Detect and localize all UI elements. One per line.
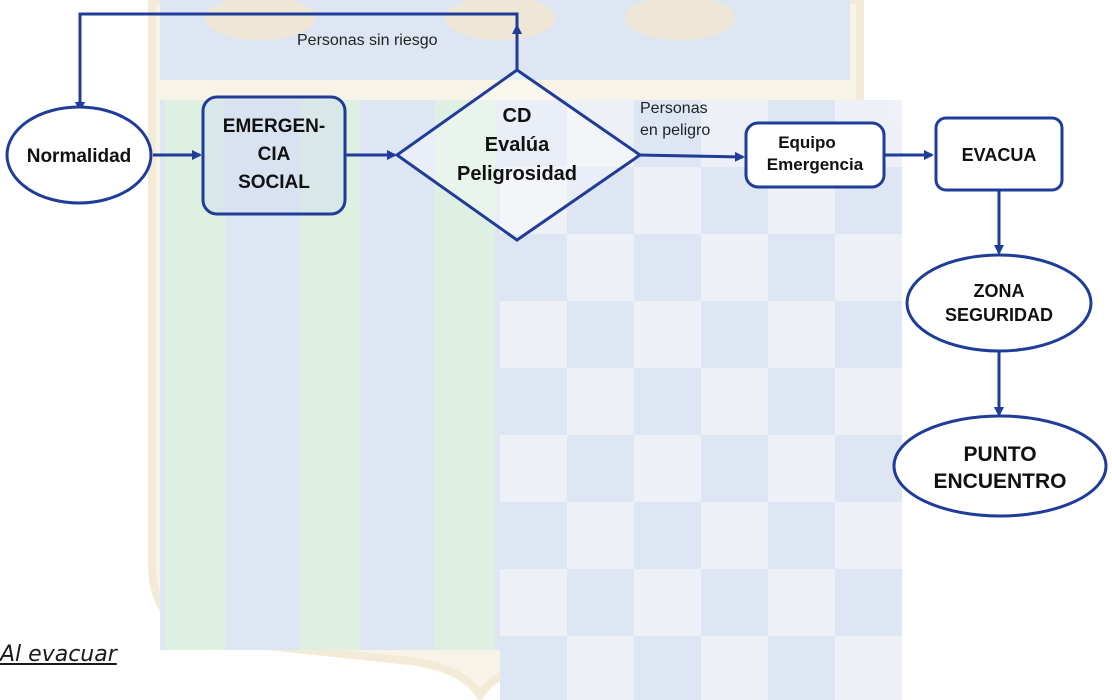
checker-cell <box>835 368 902 435</box>
node-emergencia-social: EMERGEN- CIA SOCIAL <box>201 95 347 216</box>
edge-label-en-peligro-2: en peligro <box>640 122 710 139</box>
checker-cell <box>634 368 701 435</box>
checker-cell <box>835 301 902 368</box>
checker-cell <box>835 502 902 569</box>
edge-label-en-peligro-1: Personas <box>640 100 708 117</box>
checker-cell <box>835 234 902 301</box>
checker-cell <box>634 569 701 636</box>
node-emergencia-label-1: EMERGEN- <box>223 116 325 137</box>
checker-cell <box>500 502 567 569</box>
checker-cell <box>500 301 567 368</box>
node-evacua: EVACUA <box>934 116 1064 192</box>
checker-cell <box>634 234 701 301</box>
checker-cell <box>701 234 768 301</box>
checker-cell <box>500 435 567 502</box>
node-evacua-label: EVACUA <box>962 145 1037 165</box>
background-crest-watermark <box>147 0 902 700</box>
checker-cell <box>701 502 768 569</box>
checker-cell <box>567 368 634 435</box>
checker-cell <box>634 301 701 368</box>
checker-cell <box>500 100 567 167</box>
checker-cell <box>567 569 634 636</box>
node-zona-label-2: SEGURIDAD <box>945 305 1053 325</box>
edges <box>75 12 1004 417</box>
checker-cell <box>768 569 835 636</box>
checker-cell <box>567 636 634 700</box>
node-cd-label-1: CD <box>503 105 532 127</box>
checker-cell <box>500 569 567 636</box>
node-normalidad: Normalidad <box>5 105 153 205</box>
checker-cell <box>567 435 634 502</box>
checker-cell <box>768 435 835 502</box>
checker-cell <box>835 569 902 636</box>
checker-cell <box>500 234 567 301</box>
checker-cell <box>701 435 768 502</box>
checker-cell <box>701 301 768 368</box>
edge-label-sin-riesgo: Personas sin riesgo <box>297 32 438 49</box>
checker-cell <box>768 368 835 435</box>
checker-cell <box>634 167 701 234</box>
checker-cell <box>768 636 835 700</box>
node-equipo-label-1: Equipo <box>778 133 836 152</box>
checker-cell <box>500 636 567 700</box>
checker-cell <box>768 234 835 301</box>
node-punto-encuentro: PUNTO ENCUENTRO <box>892 414 1108 518</box>
cropped-paragraph-text <box>0 681 1112 700</box>
checker-cell <box>701 636 768 700</box>
checker-cell <box>835 636 902 700</box>
checker-cell <box>500 167 567 234</box>
checker-cell <box>835 435 902 502</box>
node-equipo-emergencia: Equipo Emergencia <box>744 121 886 189</box>
node-cd-label-3: Peligrosidad <box>457 163 577 185</box>
checker-cell <box>500 368 567 435</box>
node-cd-decision: CD Evalúa Peligrosidad <box>394 68 643 242</box>
checker-cell <box>634 502 701 569</box>
node-normalidad-label: Normalidad <box>27 146 132 167</box>
node-punto-label-1: PUNTO <box>963 443 1036 466</box>
checker-cell <box>567 234 634 301</box>
node-emergencia-label-2: CIA <box>258 144 291 165</box>
checkerboard-pattern <box>500 100 902 700</box>
node-zona-label-1: ZONA <box>974 281 1025 301</box>
checker-cell <box>768 502 835 569</box>
checker-cell <box>634 636 701 700</box>
checker-cell <box>634 435 701 502</box>
checker-cell <box>567 502 634 569</box>
node-cd-label-2: Evalúa <box>485 134 550 156</box>
checker-cell <box>567 167 634 234</box>
section-caption: Al evacuar <box>0 642 117 667</box>
checker-cell <box>701 569 768 636</box>
node-equipo-label-2: Emergencia <box>767 155 864 174</box>
node-punto-label-2: ENCUENTRO <box>933 470 1066 493</box>
checker-cell <box>768 301 835 368</box>
checker-cell <box>701 368 768 435</box>
node-zona-seguridad: ZONA SEGURIDAD <box>905 253 1093 353</box>
checker-cell <box>567 301 634 368</box>
edge-cd-to-equipo <box>637 151 745 162</box>
node-emergencia-label-3: SOCIAL <box>238 172 310 193</box>
